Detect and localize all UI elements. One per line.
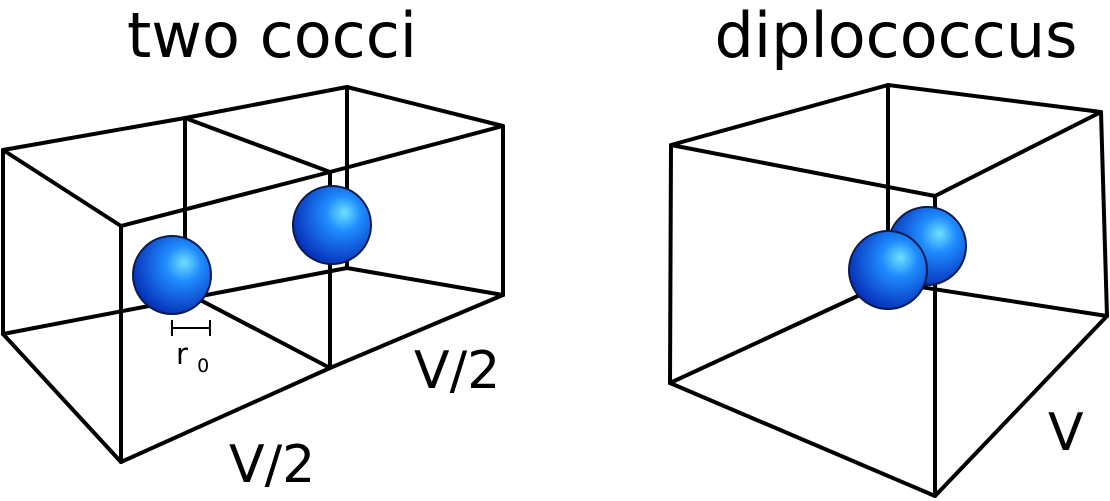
- left-panel: two cocci r: [1, 0, 505, 495]
- radius-subscript: 0: [197, 355, 209, 377]
- box-bottom-edges: [668, 314, 1109, 498]
- volume-label: V: [1048, 403, 1084, 463]
- box-back-bottom-left: [668, 280, 890, 385]
- svg-text:r 0: r 0: [176, 337, 209, 377]
- left-box-back-top: [1, 85, 349, 152]
- radius-marker: r 0: [171, 320, 211, 377]
- volume-label-bottom: V/2: [229, 435, 315, 495]
- middle-bottom-diagonal: [183, 290, 332, 370]
- two-cocci-boxes: [1, 85, 505, 464]
- volume-label-right: V/2: [414, 341, 500, 401]
- box-right-vertical: [1099, 110, 1109, 318]
- box-back-bottom-right: [886, 280, 1109, 318]
- coccus-sphere-2: [292, 185, 372, 265]
- coccus-sphere-1: [132, 235, 212, 315]
- right-title: diplococcus: [715, 0, 1078, 72]
- back-bottom-right: [345, 266, 505, 297]
- top-middle-edge: [183, 116, 332, 174]
- box-left-vertical: [668, 143, 673, 385]
- right-panel: diplococcus V: [668, 0, 1109, 498]
- diplococcus-sphere-front: [848, 230, 928, 310]
- radius-label: r: [176, 337, 188, 371]
- top-front-edge: [1, 85, 505, 228]
- left-title: two cocci: [127, 0, 417, 72]
- bottom-edges: [1, 293, 505, 464]
